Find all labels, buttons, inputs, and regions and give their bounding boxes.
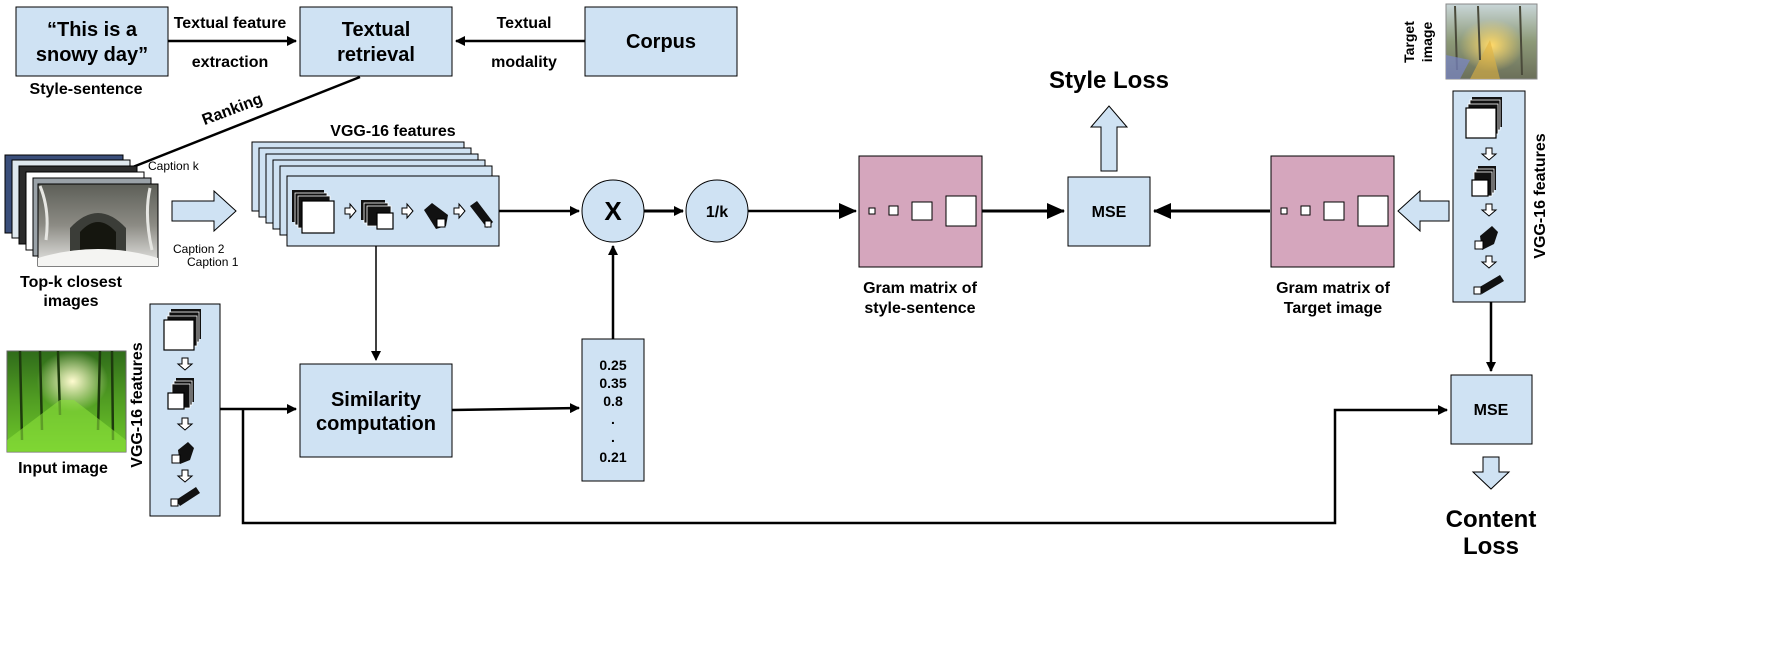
gram-target-label-line2: Target image (1284, 300, 1383, 317)
weight-value: 0.21 (599, 449, 626, 465)
textual-retrieval-line2: retrieval (337, 44, 415, 66)
arrow-ranking (94, 75, 361, 184)
similarity-line1: Similarity (331, 389, 422, 411)
corpus-label: Corpus (626, 31, 696, 53)
conv-block-3-icon (1474, 226, 1498, 250)
small-arrow-icon (344, 202, 357, 220)
conv-block-2-icon (1471, 166, 1496, 197)
conv-block-1-icon (163, 309, 201, 351)
conv-block-4-icon (170, 487, 200, 507)
conv-block-1-icon (292, 190, 335, 234)
mse-content-box: MSE (1450, 374, 1533, 445)
mse-style-label: MSE (1092, 204, 1127, 221)
topk-images-stack (4, 154, 159, 267)
textual-retrieval-box: Textual retrieval (299, 6, 453, 77)
small-arrow-down-icon (176, 417, 194, 431)
vgg-feature-column-left (149, 303, 221, 517)
gram-cell-icon (868, 207, 876, 215)
divide-by-k-node: 1/k (685, 179, 749, 243)
conv-block-3-icon (171, 442, 194, 464)
style-sentence-line1: “This is a (47, 19, 138, 41)
style-sentence-box: “This is a snowy day” (15, 6, 169, 77)
similarity-line2: computation (316, 413, 436, 435)
gram-cell-icon (1300, 205, 1311, 216)
caption-k-label: Caption k (148, 159, 200, 173)
arrow-similarity-to-weights (451, 403, 580, 414)
small-arrow-down-icon (1480, 255, 1498, 269)
vgg-left-label: VGG-16 features (129, 342, 146, 467)
multiply-symbol: X (604, 196, 622, 226)
hollow-arrow-down-to-content-loss (1471, 456, 1511, 490)
vgg-top-label: VGG-16 features (330, 123, 455, 140)
hollow-arrow-up-to-style-loss (1089, 105, 1129, 172)
gram-cell-icon (911, 201, 933, 221)
textual-feature-label-line1: Textual feature (174, 15, 287, 32)
gram-matrix-style-sentence (858, 155, 983, 268)
gram-matrix-target (1270, 155, 1395, 268)
small-arrow-down-icon (176, 357, 194, 371)
gram-cell-icon (1323, 201, 1345, 221)
ranking-label: Ranking (200, 91, 265, 129)
input-image (6, 350, 127, 453)
weight-value: 0.8 (603, 393, 623, 409)
content-loss-label-line2: Loss (1463, 533, 1519, 560)
hollow-arrow-to-features (171, 189, 237, 233)
corpus-box: Corpus (584, 6, 738, 77)
weight-value: 0.25 (599, 357, 626, 373)
caption-1-label: Caption 1 (187, 255, 239, 269)
mse-content-label: MSE (1474, 402, 1509, 419)
textual-feature-label-line2: extraction (192, 54, 268, 71)
multiply-node: X (581, 179, 645, 243)
conv-block-4-icon (470, 201, 493, 228)
gram-style-label-line2: style-sentence (864, 300, 975, 317)
weight-value: . (611, 411, 615, 427)
style-sentence-line2: snowy day” (36, 44, 148, 66)
topk-label-line1: Top-k closest (20, 274, 123, 291)
textual-modality-label-line2: modality (491, 54, 557, 71)
small-arrow-icon (401, 202, 414, 220)
conv-block-1-icon (1465, 97, 1502, 139)
target-image-label-line2: image (1419, 22, 1435, 63)
small-arrow-icon (453, 202, 466, 220)
conv-block-2-icon (361, 200, 394, 230)
gram-cell-icon (945, 195, 977, 227)
target-image (1445, 3, 1538, 80)
weight-value: . (611, 429, 615, 445)
conv-block-2-icon (167, 378, 194, 410)
gram-cell-icon (1357, 195, 1389, 227)
snowy-tunnel-image (37, 183, 159, 267)
caption-2-label: Caption 2 (173, 242, 225, 256)
gram-target-label-line1: Gram matrix of (1276, 280, 1390, 297)
vgg-right-label: VGG-16 features (1532, 133, 1549, 258)
gram-style-label-line1: Gram matrix of (863, 280, 977, 297)
input-image-label: Input image (18, 460, 108, 477)
weight-value: 0.35 (599, 375, 626, 391)
conv-block-3-icon (424, 203, 448, 229)
vgg-feature-column-right (1452, 90, 1526, 303)
gram-cell-icon (1280, 207, 1288, 215)
mse-style-box: MSE (1067, 176, 1151, 247)
gram-cell-icon (888, 205, 899, 216)
arrow-input-to-content-mse (241, 405, 1448, 525)
content-loss-label-line1: Content (1446, 506, 1537, 533)
divide-symbol: 1/k (706, 204, 728, 221)
similarity-box: Similarity computation (299, 363, 453, 458)
small-arrow-down-icon (1480, 203, 1498, 217)
style-sentence-label: Style-sentence (30, 81, 143, 98)
small-arrow-down-icon (1480, 147, 1498, 161)
weights-box: 0.25 0.35 0.8 . . 0.21 (581, 338, 645, 482)
target-image-label-line1: Target (1401, 21, 1417, 63)
textual-modality-label-line1: Textual (497, 15, 552, 32)
style-loss-label: Style Loss (1049, 67, 1169, 94)
small-arrow-down-icon (176, 469, 194, 483)
textual-retrieval-line1: Textual (342, 19, 411, 41)
topk-label-line2: images (43, 293, 98, 310)
vgg-feature-stack-top (251, 141, 500, 247)
conv-block-4-icon (1473, 275, 1504, 295)
hollow-arrow-to-target-gram (1397, 189, 1450, 233)
